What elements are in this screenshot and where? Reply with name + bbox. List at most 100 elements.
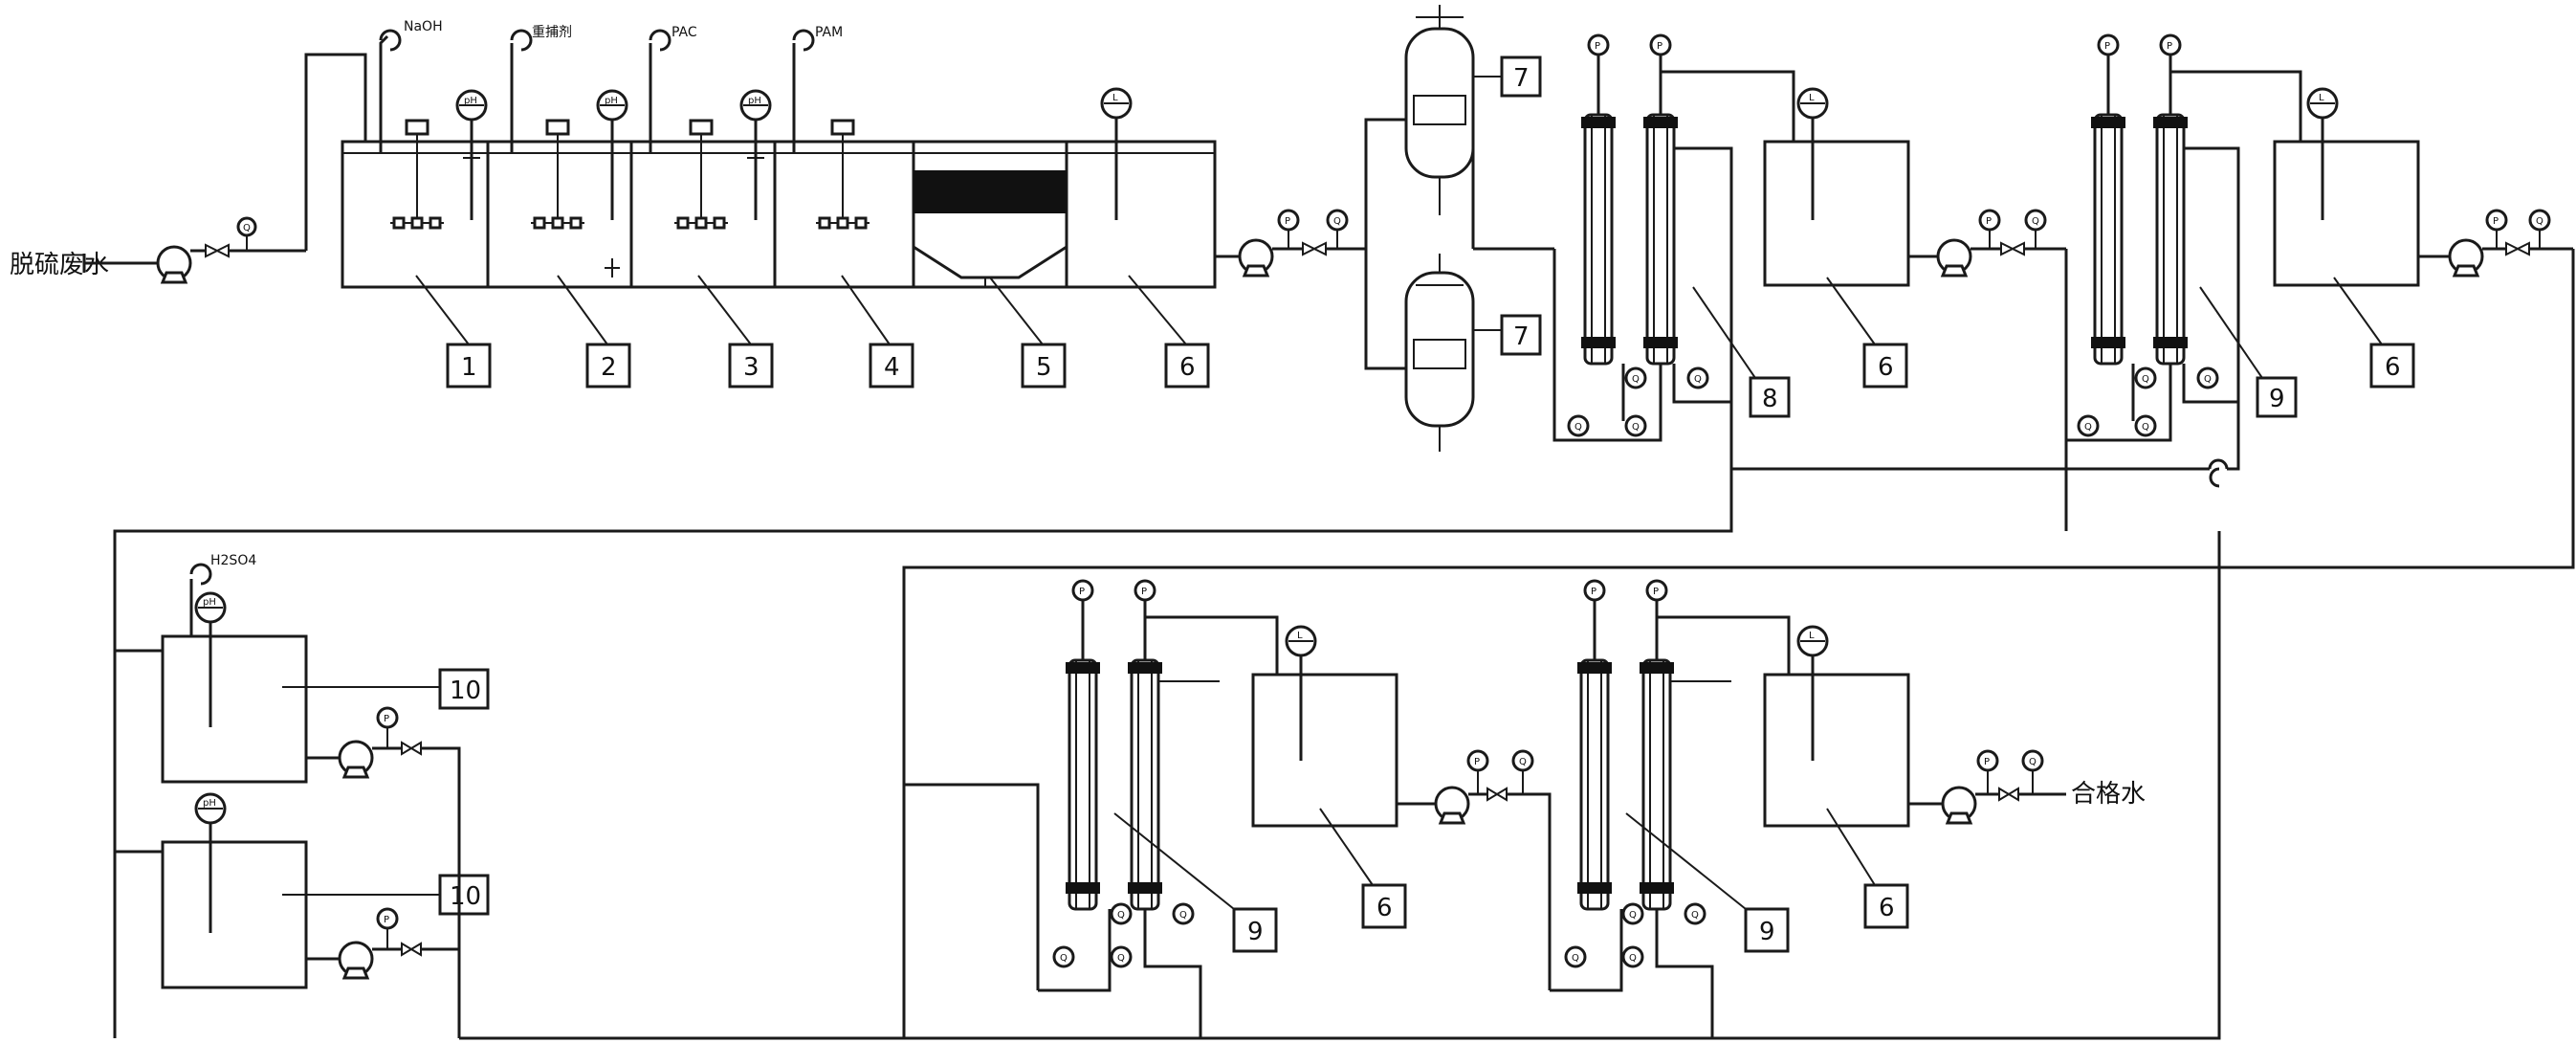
svg-text:6: 6 [1179, 353, 1196, 382]
level-meter-tank-6d: L [1285, 625, 1317, 761]
membrane-module-9b [2153, 113, 2188, 366]
tank-6b [1763, 140, 1910, 287]
tag-unit-8: 8 [1749, 376, 1791, 418]
tag-unit-9c: 9 [1744, 907, 1790, 953]
filter-vessel-upper [1404, 5, 1502, 215]
tag-unit-6c: 6 [2369, 343, 2415, 388]
tank-6d [1251, 673, 1398, 828]
ph-meter-tank-2: pH [596, 89, 628, 277]
dosing-naoh: NaOH [379, 19, 443, 153]
pressure-gauges-9e: P P [1583, 579, 1668, 602]
neutralization-tank-upper [161, 634, 308, 784]
svg-text:P: P [1285, 216, 1290, 227]
svg-text:Q: Q [1632, 374, 1640, 385]
ph-meter-tank-3: pH [739, 89, 772, 220]
svg-text:P: P [1986, 216, 1992, 227]
membrane-module-9e [1577, 658, 1612, 911]
svg-text:P: P [1984, 757, 1990, 767]
inlet-valve [205, 243, 230, 258]
svg-text:Q: Q [2142, 374, 2149, 385]
svg-text:Q: Q [2032, 216, 2039, 227]
svg-text:4: 4 [884, 353, 900, 382]
svg-text:3: 3 [743, 353, 760, 382]
inlet-label: 脱硫废水 [10, 251, 109, 279]
pump-tank-10a [338, 740, 374, 779]
tag-unit-10b: 10 [438, 874, 490, 916]
membrane-module-8a [1581, 113, 1616, 366]
tank-6e [1763, 673, 1910, 828]
svg-text:NaOH: NaOH [404, 19, 443, 34]
svg-text:Q: Q [2536, 216, 2543, 227]
svg-text:Q: Q [1519, 757, 1527, 767]
membrane-module-9a [2091, 113, 2125, 366]
svg-text:6: 6 [1376, 894, 1393, 922]
pump-after-tank-6c [2448, 238, 2484, 277]
flow-gauges-9a: Q Q Q Q [2077, 366, 2219, 437]
svg-text:5: 5 [1036, 353, 1052, 382]
svg-text:PAC: PAC [672, 25, 697, 40]
svg-text:P: P [2104, 41, 2110, 52]
ph-meter-tank-10b: pH [194, 792, 227, 933]
svg-text:9: 9 [1247, 918, 1264, 946]
svg-text:pH: pH [203, 798, 216, 809]
tag-unit-3: 3 [728, 343, 774, 388]
gauges-pump-5: P Q [1976, 749, 2044, 794]
pump-after-tank-6d [1434, 786, 1470, 825]
pump-after-tank-6e [1941, 786, 1977, 825]
flow-gauges-9c: Q Q Q Q [1052, 902, 1195, 968]
tag-unit-6d: 6 [1361, 883, 1407, 929]
svg-text:H2SO4: H2SO4 [210, 553, 256, 568]
dosing-pac: PAC [649, 25, 697, 153]
svg-text:Q: Q [1572, 953, 1579, 964]
gauge-pump-10a: P [376, 706, 399, 748]
inlet-pump [82, 245, 206, 284]
svg-text:Q: Q [1117, 953, 1125, 964]
tag-unit-6b: 6 [1862, 343, 1908, 388]
svg-text:8: 8 [1762, 385, 1778, 413]
svg-text:Q: Q [1117, 910, 1125, 921]
gauges-pump-2: P Q [1978, 209, 2047, 249]
tag-unit-4: 4 [869, 343, 914, 388]
svg-text:Q: Q [1694, 374, 1702, 385]
svg-text:P: P [1657, 41, 1662, 52]
svg-text:P: P [1141, 587, 1147, 597]
pressure-gauges-9c: P P [1071, 579, 1156, 602]
inclined-plate-settler [913, 170, 1068, 287]
svg-text:6: 6 [2385, 353, 2401, 382]
svg-text:7: 7 [1513, 322, 1530, 351]
tag-unit-10a: 10 [438, 668, 490, 710]
svg-text:PAM: PAM [815, 25, 843, 40]
svg-text:10: 10 [450, 677, 481, 705]
svg-text:P: P [1653, 587, 1659, 597]
membrane-module-9f [1640, 658, 1674, 911]
tag-unit-7a: 7 [1500, 55, 1542, 98]
gauges-pump-1: P Q [1277, 209, 1349, 249]
svg-text:Q: Q [2084, 422, 2092, 433]
tag-unit-6e: 6 [1863, 883, 1909, 929]
svg-text:Q: Q [243, 223, 251, 233]
gauges-pump-4: P Q [1466, 749, 1534, 794]
membrane-module-9d [1128, 658, 1162, 911]
tag-unit-7b: 7 [1500, 314, 1542, 356]
svg-text:P: P [2167, 41, 2172, 52]
svg-text:9: 9 [1759, 918, 1775, 946]
svg-text:Q: Q [2204, 374, 2212, 385]
mixer-tank-1 [390, 119, 444, 230]
svg-text:Q: Q [1629, 953, 1637, 964]
svg-text:2: 2 [601, 353, 617, 382]
mixer-tank-2 [531, 119, 584, 230]
svg-text:P: P [384, 714, 389, 724]
svg-text:7: 7 [1513, 64, 1530, 93]
reaction-tank-train [341, 140, 1217, 289]
svg-text:Q: Q [1629, 910, 1637, 921]
level-meter-tank-6c: L [2306, 87, 2339, 220]
svg-text:1: 1 [461, 353, 477, 382]
pressure-gauges-8: P P [1587, 33, 1672, 56]
neutralization-tank-lower [161, 840, 308, 989]
leader-lines-7 [1478, 76, 1502, 331]
svg-text:pH: pH [748, 96, 761, 106]
flow-gauges-9e: Q Q Q Q [1564, 902, 1706, 968]
svg-text:Q: Q [1060, 953, 1068, 964]
svg-text:L: L [1809, 631, 1815, 641]
